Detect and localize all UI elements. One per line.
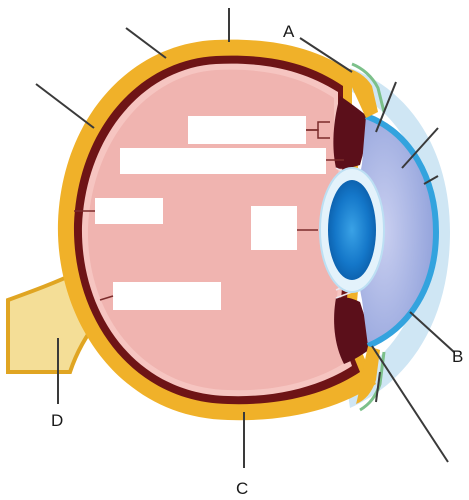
label-c: C xyxy=(236,479,248,498)
label-a: A xyxy=(283,22,295,41)
blank-box-4 xyxy=(251,206,297,250)
label-b: B xyxy=(452,347,463,366)
lens-inner xyxy=(328,180,376,280)
label-d: D xyxy=(51,411,63,430)
blank-box-1 xyxy=(188,116,306,144)
blank-box-2 xyxy=(120,148,326,174)
blank-box-5 xyxy=(113,282,221,310)
blank-box-3 xyxy=(95,198,163,224)
